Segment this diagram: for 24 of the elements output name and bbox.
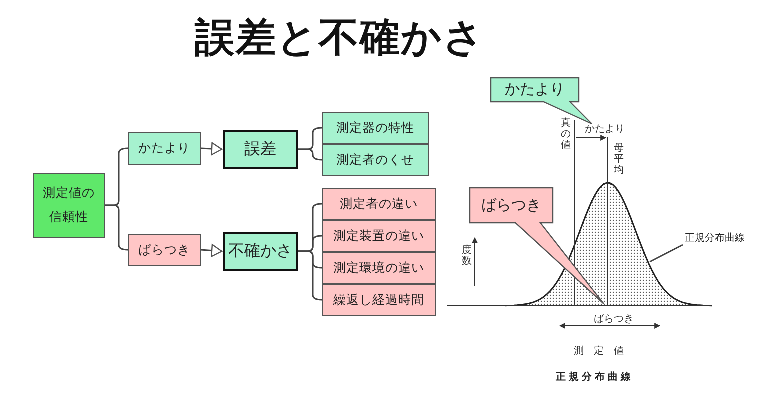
category-box: 測定値の信頼性 [33,173,105,238]
axis-label: 母平均 [614,143,624,176]
process-box: 繰返し経過時間 [322,284,436,316]
caption: 正規分布曲線 [555,370,635,384]
axis-label: かたより [585,123,625,136]
process-box: 測定者の違い [322,188,436,220]
process-box: 測定器の特性 [322,112,429,144]
arrow [200,142,223,156]
axis-label: 度数 [462,245,472,267]
brace-line [298,148,322,161]
result-box: 誤差 [223,130,298,169]
process-box: 測定装置の違い [322,220,436,252]
process-box: ばらつき [128,234,201,266]
arrow [200,244,223,258]
title: 誤差と不確かさ [194,15,486,62]
process-box: 測定環境の違い [322,252,436,284]
process-box: かたより [128,132,201,165]
process-box: 測定者のくせ [322,144,429,176]
leader-line [650,244,684,263]
result-box: 不確かさ [223,232,298,271]
axis-label: ばらつき [594,313,634,326]
axis-label: 測定値 [574,344,634,358]
curve-label: 正規分布曲線 [683,232,747,246]
callout-bubble: ばらつき [470,188,604,304]
